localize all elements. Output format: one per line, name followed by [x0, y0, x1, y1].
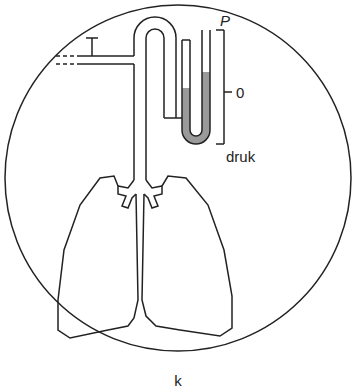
tubing [56, 17, 210, 180]
axis-label: druk [226, 149, 255, 164]
pressure-scale [216, 30, 232, 144]
manometer-liquid [182, 72, 210, 144]
zero-mark: 0 [236, 85, 244, 100]
frame-circle [5, 5, 351, 351]
panel-letter: k [174, 373, 182, 388]
pressure-symbol: P [220, 13, 230, 28]
lungs [58, 176, 232, 338]
